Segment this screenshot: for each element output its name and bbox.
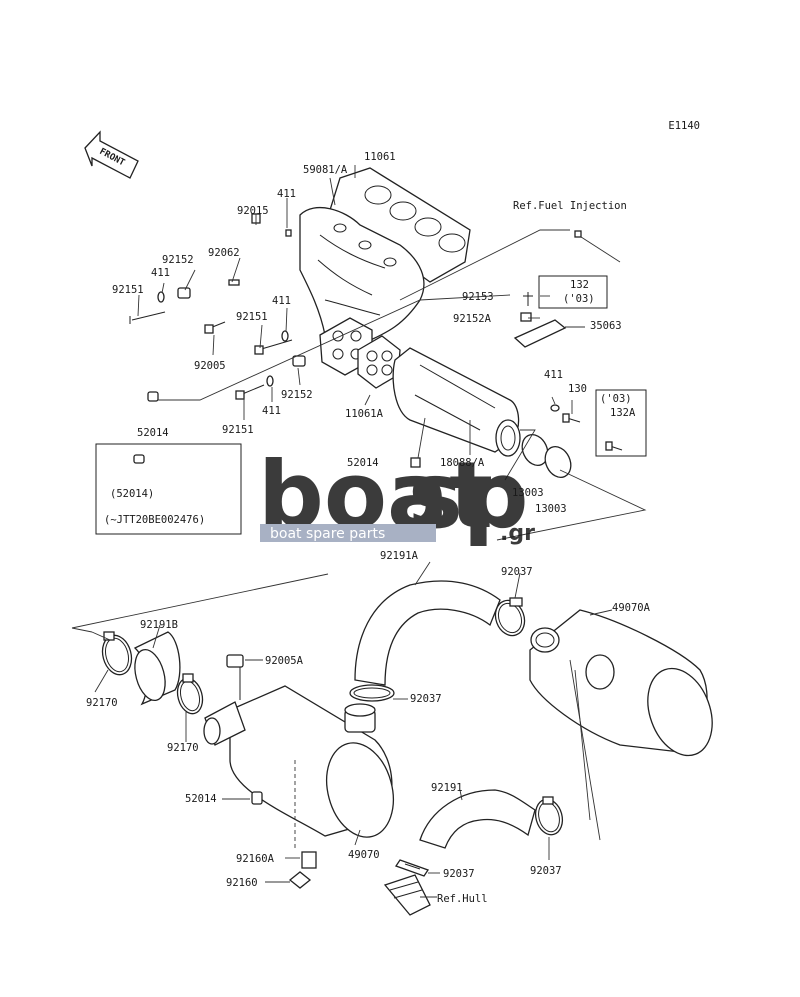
callout-92062: 92062 — [208, 247, 240, 259]
guide-line-right-b — [574, 669, 591, 821]
diagram-code: E1140 — [668, 120, 700, 132]
callout-92170: 92170 — [167, 742, 199, 754]
sensor-lead — [577, 234, 621, 263]
callout-03: ('03) — [600, 393, 632, 405]
callout-11061A: 11061A — [345, 408, 384, 420]
exhaust-manifold — [299, 167, 471, 352]
callout-59081-A: 59081/A — [303, 164, 348, 176]
callout-92005A: 92005A — [265, 655, 304, 667]
muffler-49070 — [203, 685, 394, 850]
guide-line-right-a — [569, 659, 601, 841]
exhaust-pipe — [392, 347, 521, 457]
callout-92191B: 92191B — [140, 619, 178, 631]
front-arrow-icon: FRONT — [84, 130, 139, 179]
callout-labels: 11061 59081/A 411 92015 92062 92152 411 … — [86, 151, 651, 889]
clamp-92037-d — [394, 859, 440, 877]
leader-lines-lower — [94, 561, 613, 883]
callout-serial: (~JTT20BE002476) — [104, 514, 205, 526]
guide-line-left-c — [91, 631, 111, 641]
callout-92160A: 92160A — [236, 853, 275, 865]
callout-52014-old: (52014) — [110, 488, 154, 500]
hose-92191B — [133, 631, 181, 706]
callout-13003: 13003 — [535, 503, 567, 515]
callout-49070: 49070 — [348, 849, 380, 861]
callout-92037: 92037 — [530, 865, 562, 877]
callout-52014: 52014 — [347, 457, 379, 469]
callout-411: 411 — [544, 369, 563, 381]
plug-52014-old — [133, 454, 145, 464]
callout-92037: 92037 — [443, 868, 475, 880]
callout-411: 411 — [262, 405, 281, 417]
callout-92151: 92151 — [112, 284, 144, 296]
clamp-92037-c — [534, 796, 564, 836]
clamp-92037-a — [494, 597, 526, 637]
hull-ref-piece — [383, 874, 437, 916]
watermark-tagline: boat spare parts — [270, 526, 385, 542]
callout-92151: 92151 — [222, 424, 254, 436]
callout-13003: 13003 — [512, 487, 544, 499]
callout-52014: 52014 — [137, 427, 169, 439]
muffler-49070A — [529, 609, 713, 757]
callout-92170: 92170 — [86, 697, 118, 709]
fitting-92005A — [226, 654, 263, 700]
callout-92191: 92191 — [431, 782, 463, 794]
callout-411: 411 — [151, 267, 170, 279]
guide-line-left-b — [71, 627, 93, 633]
leader-lines-upper — [137, 165, 647, 541]
callout-35063: 35063 — [590, 320, 622, 332]
hose-92191A — [354, 580, 501, 686]
box-132-03 — [538, 275, 608, 309]
clamp-92037-b — [349, 684, 408, 702]
callout-92160: 92160 — [226, 877, 258, 889]
callout-130: 130 — [568, 383, 587, 395]
callout-92037: 92037 — [501, 566, 533, 578]
callout-18088-A: 18088/A — [440, 457, 485, 469]
o-ring-13003-a — [521, 433, 549, 467]
pad-92160A — [301, 851, 317, 869]
ref-hull: Ref.Hull — [437, 893, 488, 905]
drain-plug-52014 — [222, 791, 263, 805]
guide-line-left — [71, 573, 329, 629]
hose-92191 — [419, 789, 536, 849]
callout-132A: 132A — [610, 407, 636, 419]
callout-92037: 92037 — [410, 693, 442, 705]
clamp-92170-b — [176, 673, 204, 715]
clamp-92170-a — [101, 631, 133, 676]
bracket-35063 — [513, 312, 567, 348]
callout-92005: 92005 — [194, 360, 226, 372]
callout-49070A: 49070A — [612, 602, 651, 614]
box-serial-52014 — [95, 443, 242, 535]
callout-92152: 92152 — [281, 389, 313, 401]
sensor-connector — [574, 230, 582, 238]
callout-92152A: 92152A — [453, 313, 492, 325]
callout-92151: 92151 — [236, 311, 268, 323]
callout-92015: 92015 — [237, 205, 269, 217]
callout-92153: 92153 — [462, 291, 494, 303]
callout-92152: 92152 — [162, 254, 194, 266]
box-132A-03 — [595, 389, 647, 457]
callout-52014: 52014 — [185, 793, 217, 805]
callout-132: 132 — [570, 279, 589, 291]
pad-92160 — [288, 871, 312, 889]
watermark-brand-suffix: .gr — [500, 521, 535, 546]
boatsp-watermark-logo: boat sp .gr boat spare parts — [258, 442, 535, 549]
callout-11061: 11061 — [364, 151, 396, 163]
ref-fuel-injection: Ref.Fuel Injection — [513, 200, 627, 212]
watermark-tagline-bar — [260, 524, 436, 542]
bolt-92153 — [523, 292, 533, 306]
callout-411: 411 — [272, 295, 291, 307]
o-ring-13003-b — [544, 445, 572, 479]
pipe-gasket — [357, 335, 401, 389]
callout-92191A: 92191A — [380, 550, 419, 562]
callout-411: 411 — [277, 188, 296, 200]
callout-03: ('03) — [563, 293, 595, 305]
